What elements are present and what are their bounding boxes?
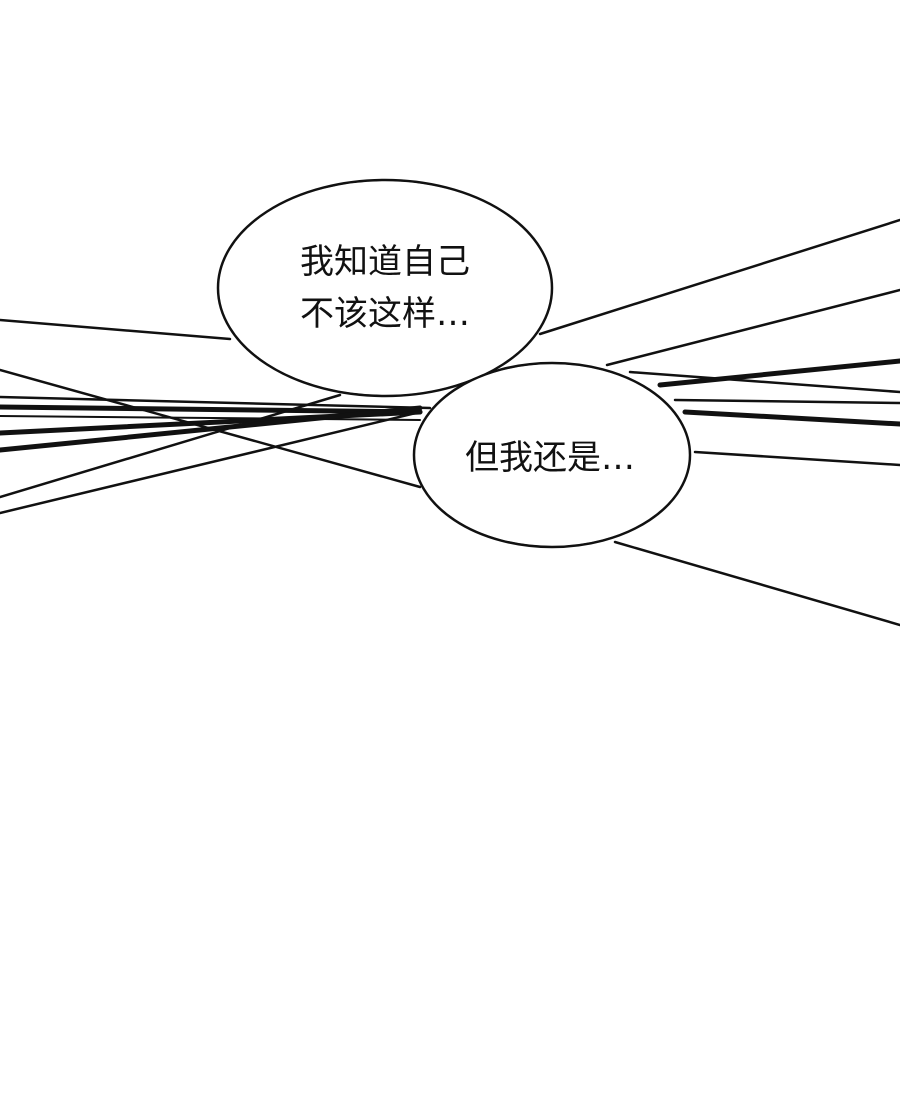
speed-line xyxy=(657,358,900,388)
speech-bubble-2-text: 但我还是… xyxy=(430,432,670,484)
speed-line xyxy=(0,405,423,453)
speech-bubble-fill xyxy=(415,364,689,546)
speed-line xyxy=(0,395,432,410)
speed-line xyxy=(0,318,232,341)
speed-line xyxy=(628,370,900,394)
dialogue-line: 但我还是… xyxy=(465,438,635,478)
speed-line xyxy=(0,404,423,415)
speed-line xyxy=(0,393,342,499)
speed-line xyxy=(673,398,900,405)
speech-bubbles xyxy=(216,178,692,549)
speed-line xyxy=(682,409,900,427)
speech-bubble-fill xyxy=(219,181,551,395)
speed-line xyxy=(0,415,421,421)
speed-line xyxy=(0,410,422,515)
dialogue-line: 我知道自己 xyxy=(300,242,470,282)
speed-line xyxy=(613,540,900,627)
speed-line xyxy=(693,450,900,467)
speed-line xyxy=(605,288,900,367)
dialogue-line: 不该这样… xyxy=(300,294,470,334)
speech-bubble-1-text: 我知道自己 不该这样… xyxy=(255,236,515,340)
speed-line xyxy=(538,218,900,336)
